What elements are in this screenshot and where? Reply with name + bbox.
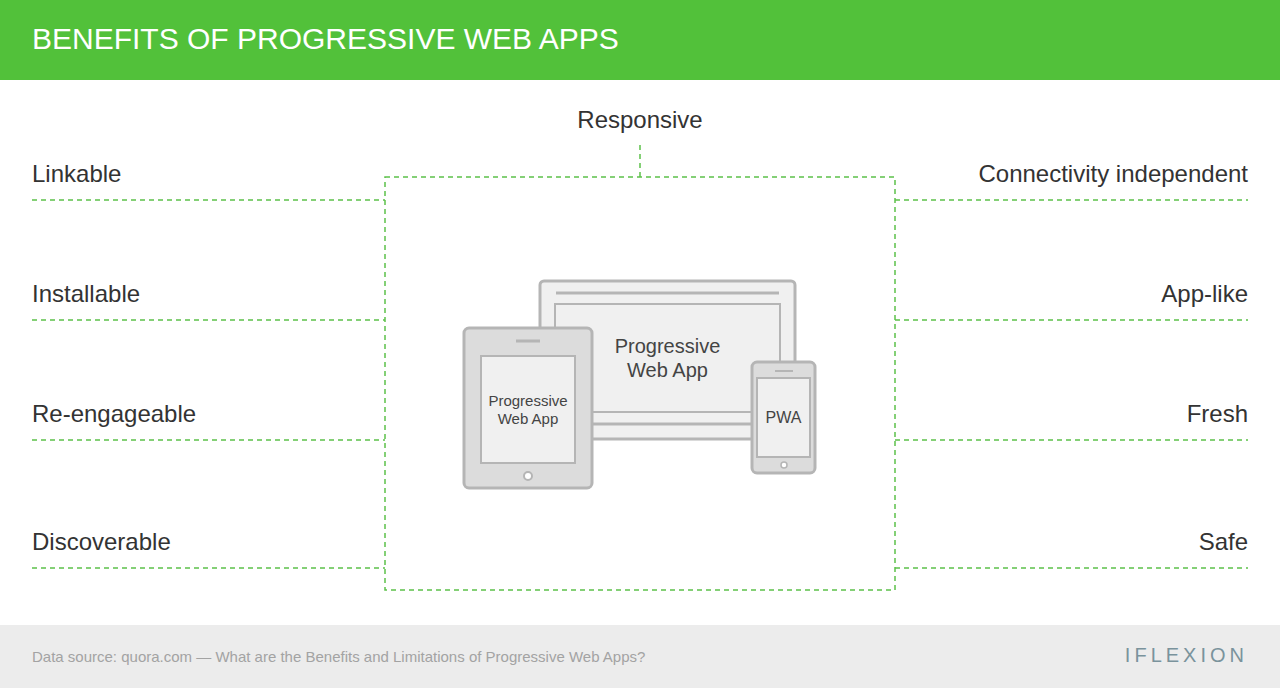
leader-line bbox=[895, 199, 1248, 201]
phone-screen bbox=[757, 378, 810, 457]
benefit-label: Connectivity independent bbox=[976, 160, 1250, 188]
tablet-speaker bbox=[516, 340, 540, 343]
company-logo: IFLEXION bbox=[1123, 644, 1250, 667]
benefit-label: Discoverable bbox=[30, 528, 173, 556]
benefit-label: Responsive bbox=[575, 106, 704, 134]
tablet-button bbox=[524, 472, 532, 480]
tablet-screen-text: Progressive Web App bbox=[481, 356, 575, 463]
benefit-label: Fresh bbox=[1185, 400, 1250, 428]
device-label: PWA bbox=[766, 408, 802, 427]
phone-body bbox=[752, 362, 815, 473]
source-caption: Data source: quora.com — What are the Be… bbox=[32, 648, 645, 665]
phone-icon bbox=[752, 362, 815, 473]
leader-line bbox=[32, 199, 385, 201]
header-bar bbox=[0, 0, 1280, 80]
phone-button bbox=[781, 462, 787, 468]
page-title: BENEFITS OF PROGRESSIVE WEB APPS bbox=[32, 22, 619, 56]
footer-band bbox=[0, 625, 1280, 688]
benefit-label: Re-engageable bbox=[30, 400, 198, 428]
tablet-screen bbox=[481, 356, 575, 463]
benefit-label: App-like bbox=[1159, 280, 1250, 308]
device-label: Progressive Web App bbox=[483, 392, 573, 428]
phone-speaker bbox=[775, 370, 793, 372]
leader-line bbox=[32, 439, 385, 441]
leader-line bbox=[895, 319, 1248, 321]
benefit-label: Linkable bbox=[30, 160, 123, 188]
leader-line bbox=[32, 567, 385, 569]
monitor-screen-text: Progressive Web App bbox=[555, 304, 780, 412]
tablet-body bbox=[464, 328, 592, 488]
leader-line bbox=[639, 145, 641, 177]
tablet-icon bbox=[464, 328, 592, 488]
benefit-label: Installable bbox=[30, 280, 142, 308]
center-frame bbox=[385, 177, 895, 590]
phone-screen-text: PWA bbox=[757, 378, 810, 457]
monitor-base bbox=[590, 424, 755, 439]
leader-lines bbox=[32, 145, 1248, 590]
device-label: Progressive Web App bbox=[598, 334, 738, 382]
benefit-label: Safe bbox=[1197, 528, 1250, 556]
monitor-bezel bbox=[556, 292, 779, 295]
leader-line bbox=[895, 439, 1248, 441]
leader-line bbox=[895, 567, 1248, 569]
leader-line bbox=[32, 319, 385, 321]
